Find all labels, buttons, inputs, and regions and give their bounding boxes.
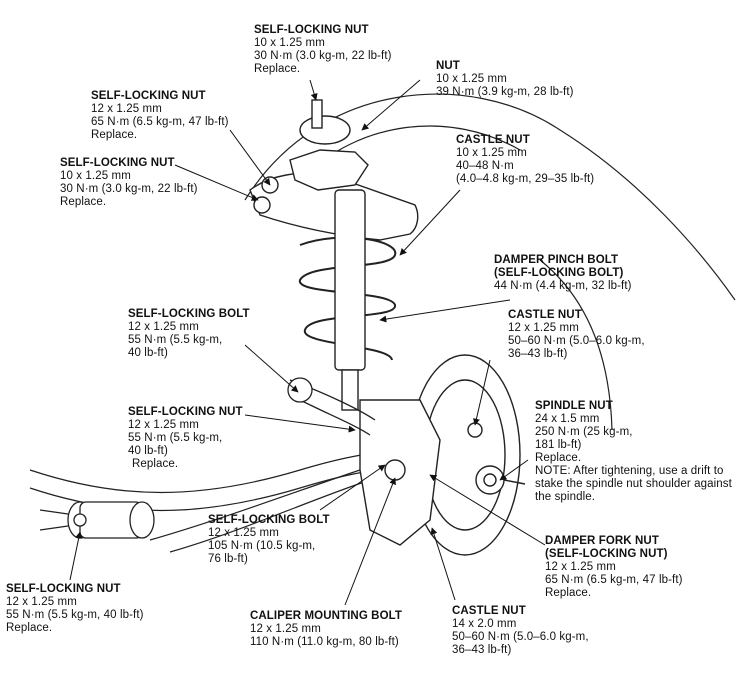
callout-line: 12 x 1.25 mm	[208, 527, 279, 539]
callout-lower-castle-nut: CASTLE NUT 14 x 2.0 mm 50–60 N·m (5.0–6.…	[452, 605, 589, 657]
callout-line: 76 lb-ft)	[208, 553, 248, 565]
callout-line: 36–43 lb-ft)	[508, 348, 568, 360]
callout-line: 40–48 N·m	[456, 160, 514, 172]
callout-line: 50–60 N·m (5.0–6.0 kg-m,	[508, 335, 645, 347]
callout-title: SELF-LOCKING NUT	[128, 406, 243, 418]
callout-note: the spindle.	[535, 491, 596, 503]
callout-line: Replace.	[535, 452, 582, 464]
callout-line: 12 x 1.25 mm	[250, 623, 321, 635]
callout-lower-left-self-locking-nut: SELF-LOCKING NUT 12 x 1.25 mm 55 N·m (5.…	[128, 406, 243, 471]
callout-title: SELF-LOCKING NUT	[254, 24, 369, 36]
leader-lines	[69, 79, 546, 606]
callout-bottom-left-self-locking-nut: SELF-LOCKING NUT 12 x 1.25 mm 55 N·m (5.…	[6, 583, 144, 635]
callout-title: SELF-LOCKING BOLT	[128, 308, 250, 320]
callout-title: SELF-LOCKING NUT	[91, 90, 206, 102]
callout-title: DAMPER PINCH BOLT	[494, 254, 619, 266]
upper-control-arm	[249, 99, 419, 241]
callout-line: 105 N·m (10.5 kg-m,	[208, 540, 316, 552]
callout-line: 12 x 1.25 mm	[128, 419, 199, 431]
callout-top-self-locking-nut: SELF-LOCKING NUT 10 x 1.25 mm 30 N·m (3.…	[254, 24, 392, 76]
callout-line: 250 N·m (25 kg-m,	[535, 426, 633, 438]
callout-line: 110 N·m (11.0 kg-m, 80 lb-ft)	[250, 636, 399, 648]
callout-spindle-nut: SPINDLE NUT 24 x 1.5 mm 250 N·m (25 kg-m…	[535, 400, 732, 504]
stabilizer-link-bushing	[39, 501, 155, 539]
callout-subtitle: (SELF-LOCKING NUT)	[545, 548, 668, 560]
callout-line: 40 lb-ft)	[128, 445, 168, 457]
knuckle-and-brake-disc	[359, 354, 526, 556]
callout-title: CASTLE NUT	[456, 134, 530, 146]
callout-line: 36–43 lb-ft)	[452, 644, 512, 656]
callout-line: Replace.	[545, 587, 592, 599]
callout-line: Replace.	[91, 129, 138, 141]
callout-mid-castle-nut: CASTLE NUT 12 x 1.25 mm 50–60 N·m (5.0–6…	[508, 309, 645, 361]
callout-left-self-locking-bolt: SELF-LOCKING BOLT 12 x 1.25 mm 55 N·m (5…	[128, 308, 250, 360]
callout-nut: NUT 10 x 1.25 mm 39 N·m (3.9 kg-m, 28 lb…	[436, 60, 574, 99]
callout-line: 39 N·m (3.9 kg-m, 28 lb-ft)	[436, 86, 574, 98]
callout-note: stake the spindle nut shoulder against	[535, 478, 732, 490]
callout-line: 65 N·m (6.5 kg-m, 47 lb-ft)	[91, 116, 229, 128]
callout-line: 40 lb-ft)	[128, 347, 168, 359]
callout-line: 14 x 2.0 mm	[452, 618, 517, 630]
callout-title: SELF-LOCKING BOLT	[208, 514, 330, 526]
damper-strut	[334, 189, 366, 411]
callout-line: 65 N·m (6.5 kg-m, 47 lb-ft)	[545, 574, 683, 586]
callout-line: 181 lb-ft)	[535, 439, 582, 451]
callout-line: 44 N·m (4.4 kg-m, 32 lb-ft)	[494, 280, 632, 292]
callout-mid-left-self-locking-nut: SELF-LOCKING NUT 10 x 1.25 mm 30 N·m (3.…	[60, 157, 198, 209]
callout-line: 12 x 1.25 mm	[91, 103, 162, 115]
callout-line: 24 x 1.5 mm	[535, 413, 600, 425]
callout-line: 55 N·m (5.5 kg-m,	[128, 432, 223, 444]
callout-center-self-locking-bolt: SELF-LOCKING BOLT 12 x 1.25 mm 105 N·m (…	[208, 514, 330, 566]
callout-line: 55 N·m (5.5 kg-m, 40 lb-ft)	[6, 609, 144, 621]
callout-caliper-mounting-bolt: CALIPER MOUNTING BOLT 12 x 1.25 mm 110 N…	[250, 610, 402, 649]
lower-arm	[287, 377, 376, 436]
callout-line: 55 N·m (5.5 kg-m,	[128, 334, 223, 346]
callout-line: Replace.	[6, 622, 53, 634]
callout-line: 10 x 1.25 mm	[60, 170, 131, 182]
callout-line: 10 x 1.25 mm	[254, 37, 325, 49]
callout-upper-left-self-locking-nut: SELF-LOCKING NUT 12 x 1.25 mm 65 N·m (6.…	[91, 90, 229, 142]
callout-line: 12 x 1.25 mm	[545, 561, 616, 573]
callout-note: NOTE: After tightening, use a drift to	[535, 465, 724, 477]
callout-line: 12 x 1.25 mm	[508, 322, 579, 334]
callout-line: Replace.	[132, 458, 179, 470]
callout-line: Replace.	[60, 196, 107, 208]
callout-line: 30 N·m (3.0 kg-m, 22 lb-ft)	[60, 183, 198, 195]
callout-title: SELF-LOCKING NUT	[6, 583, 121, 595]
callout-title: CASTLE NUT	[508, 309, 582, 321]
callout-line: 10 x 1.25 mm	[436, 73, 507, 85]
callout-damper-pinch-bolt: DAMPER PINCH BOLT (SELF-LOCKING BOLT) 44…	[494, 254, 632, 293]
callout-line: Replace.	[254, 63, 301, 75]
callout-title: SELF-LOCKING NUT	[60, 157, 175, 169]
callout-title: NUT	[436, 60, 460, 72]
callout-title: CALIPER MOUNTING BOLT	[250, 610, 403, 622]
callout-line: 10 x 1.25 mm	[456, 147, 527, 159]
callout-title: SPINDLE NUT	[535, 400, 613, 412]
callout-line: 50–60 N·m (5.0–6.0 kg-m,	[452, 631, 589, 643]
callout-line: 12 x 1.25 mm	[6, 596, 77, 608]
callout-line: (4.0–4.8 kg-m, 29–35 lb-ft)	[456, 173, 595, 185]
callout-line: 12 x 1.25 mm	[128, 321, 199, 333]
callout-subtitle: (SELF-LOCKING BOLT)	[494, 267, 624, 279]
callout-line: 30 N·m (3.0 kg-m, 22 lb-ft)	[254, 50, 392, 62]
callout-upper-castle-nut: CASTLE NUT 10 x 1.25 mm 40–48 N·m (4.0–4…	[456, 134, 594, 186]
callout-damper-fork-nut: DAMPER FORK NUT (SELF-LOCKING NUT) 12 x …	[545, 535, 683, 600]
callout-title: CASTLE NUT	[452, 605, 526, 617]
callout-title: DAMPER FORK NUT	[545, 535, 659, 547]
